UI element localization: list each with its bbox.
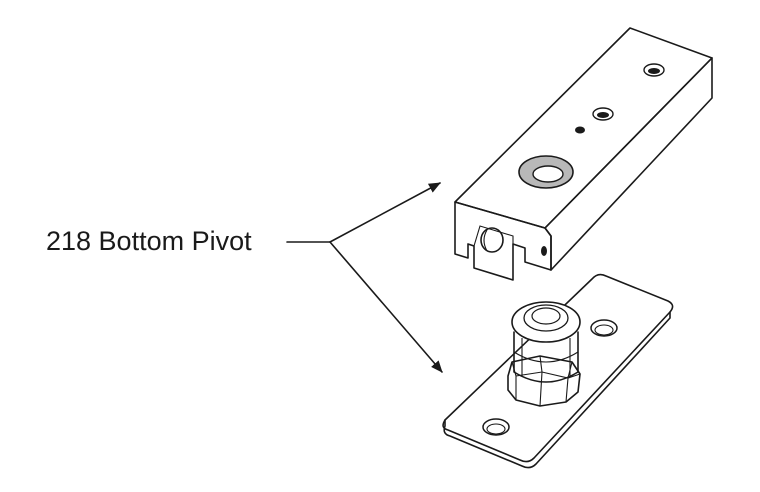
leader-arrow-lower [329, 241, 443, 373]
pivot-socket-hole [518, 155, 574, 189]
pivot-cap [511, 301, 581, 343]
leader-arrow-upper [329, 182, 441, 243]
plate-hole-upper [590, 319, 618, 337]
block-slot-inner [473, 225, 514, 247]
roller-pin [480, 227, 504, 253]
pivot-collar [513, 331, 579, 383]
plate-edge [443, 311, 671, 469]
callout-label: 218 Bottom Pivot [46, 226, 252, 256]
pivot-block [454, 27, 713, 281]
pivot-base-plate [442, 273, 674, 469]
block-end-face [454, 201, 552, 281]
top-hole-small [575, 126, 585, 134]
plate-hole-lower [482, 418, 510, 436]
top-hole-middle [592, 107, 614, 121]
side-hole [541, 246, 547, 256]
block-slot-edge [467, 243, 475, 247]
roller-pin-edge [483, 229, 488, 252]
pivot-hex-nut [507, 355, 581, 407]
top-hole-far [643, 63, 665, 77]
